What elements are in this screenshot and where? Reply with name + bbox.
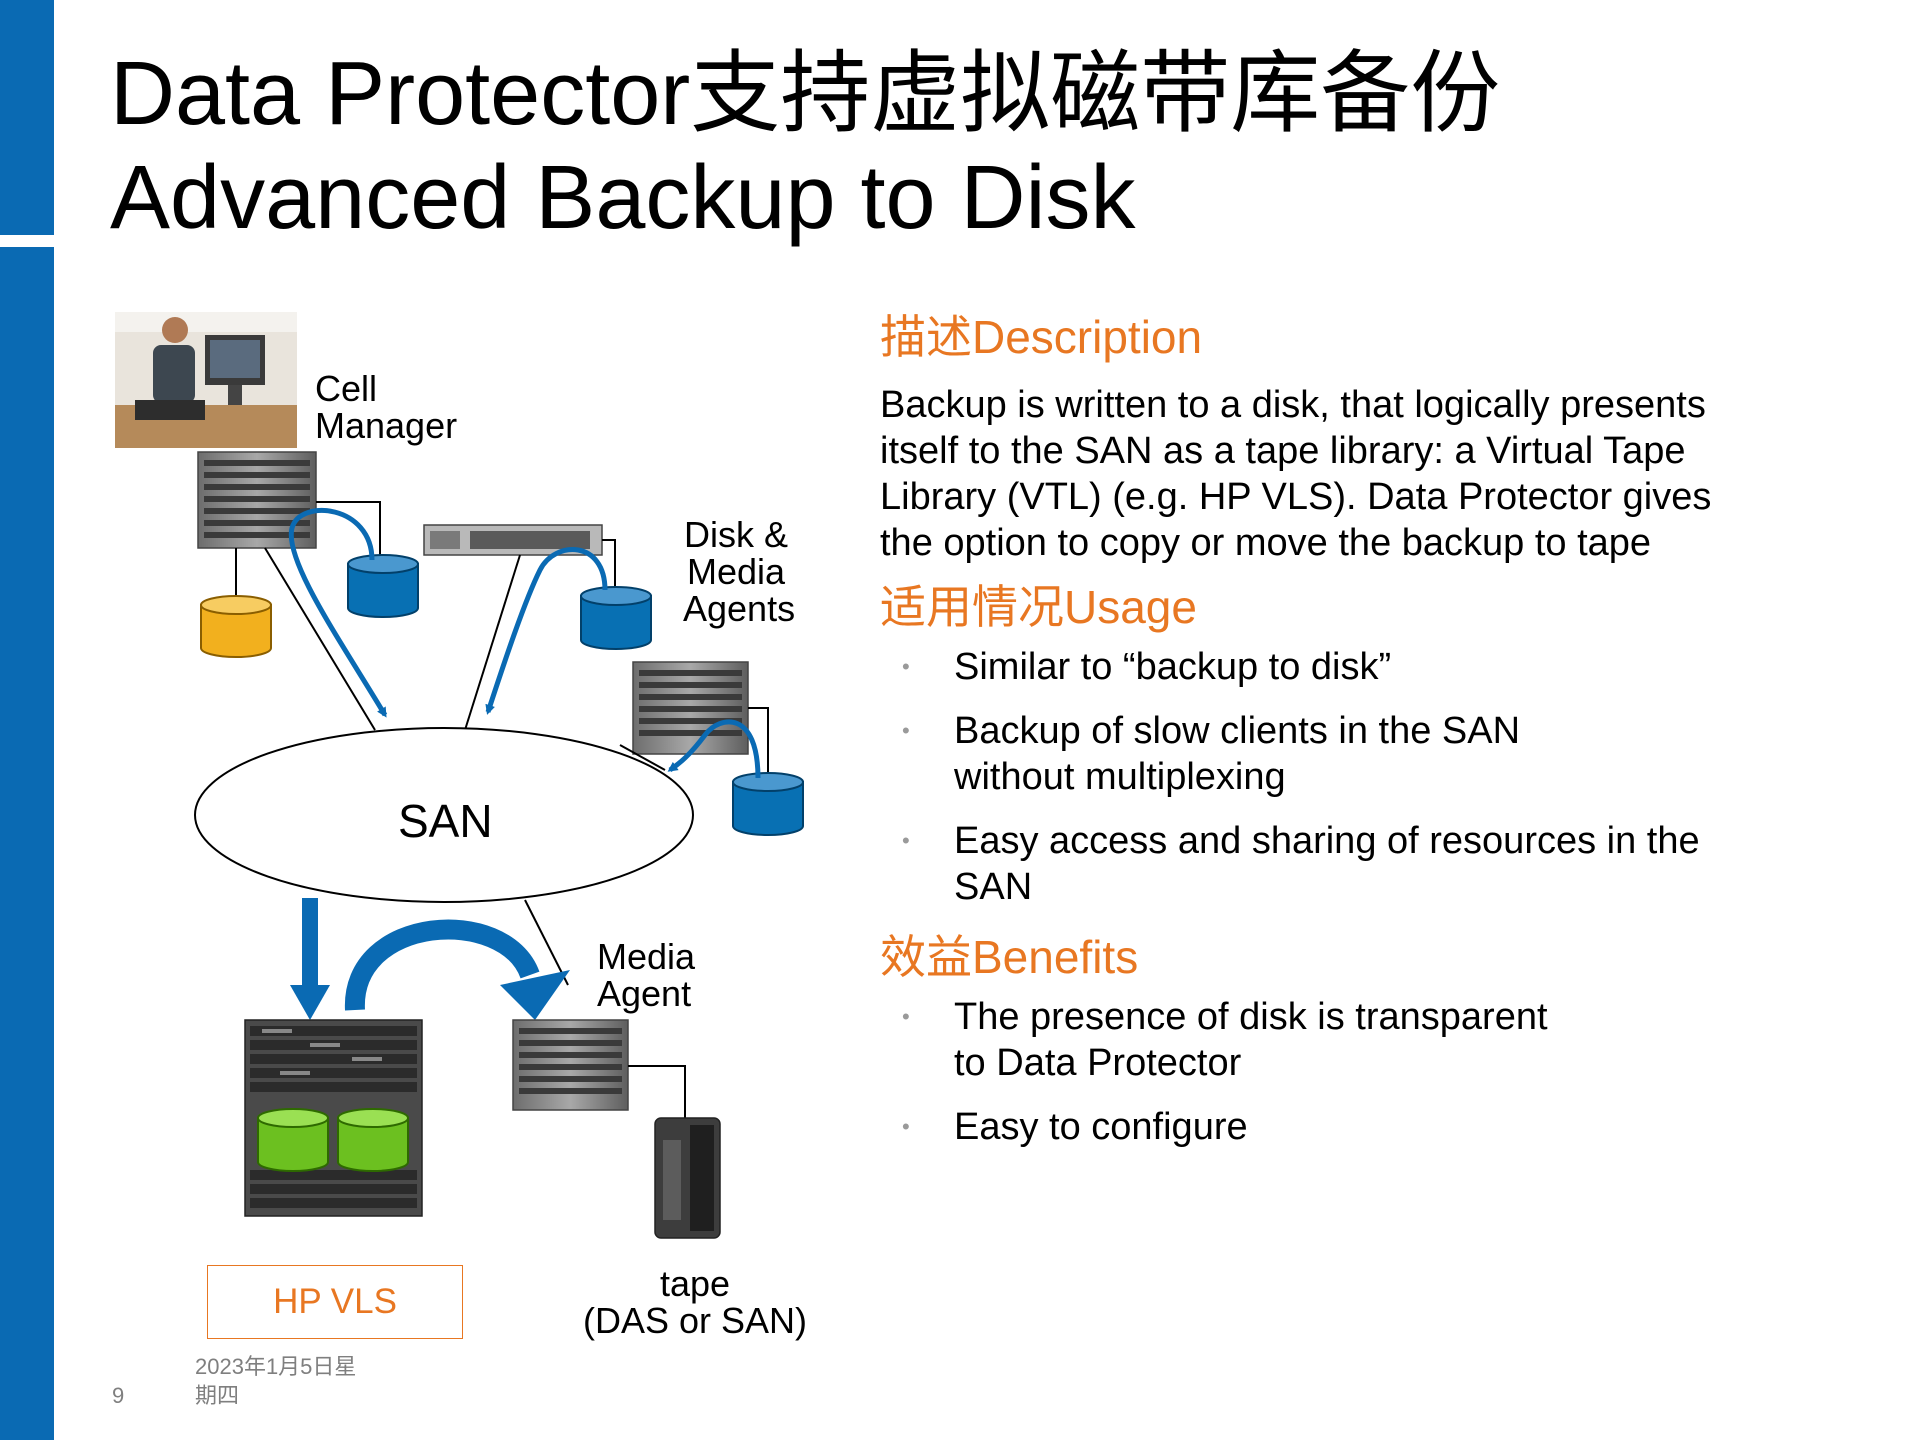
cell-manager-backup-arrow-icon bbox=[288, 507, 388, 718]
description-body: Backup is written to a disk, that logica… bbox=[880, 382, 1880, 566]
bullet-dot-icon: • bbox=[902, 1114, 910, 1139]
usage-bullet-line: without multiplexing bbox=[954, 756, 1286, 798]
bullet-dot-icon: • bbox=[902, 1004, 910, 1029]
disk-media-agents-label: Disk & Media Agents bbox=[683, 514, 796, 629]
disk-media-agents-label-line: Disk & bbox=[683, 514, 788, 555]
san-label: SAN bbox=[398, 795, 493, 847]
left-accent-bar-top bbox=[0, 0, 54, 235]
description-line: the option to copy or move the backup to… bbox=[880, 522, 1652, 564]
description-line: Library (VTL) (e.g. HP VLS). Data Protec… bbox=[880, 476, 1712, 518]
media-server-icon bbox=[632, 661, 749, 755]
media-server-connectors bbox=[619, 707, 769, 776]
footer-date-line: 期四 bbox=[195, 1383, 240, 1408]
title-line-2: Advanced Backup to Disk bbox=[110, 148, 1136, 248]
bullet-dot-icon: • bbox=[902, 654, 910, 679]
hp-vls-label: HP VLS bbox=[207, 1265, 463, 1339]
benefits-bullet-line: The presence of disk is transparent bbox=[954, 996, 1548, 1038]
description-line: itself to the SAN as a tape library: a V… bbox=[880, 430, 1686, 472]
usage-list: • Similar to “backup to disk” • Backup o… bbox=[880, 644, 1880, 910]
benefits-list: • The presence of disk is transparent to… bbox=[880, 994, 1880, 1150]
description-heading: 描述Description bbox=[880, 311, 1203, 363]
bullet-dot-icon: • bbox=[902, 718, 910, 743]
person-at-computer-icon bbox=[115, 312, 297, 448]
usage-heading: 适用情况Usage bbox=[880, 581, 1197, 633]
page-number: 9 bbox=[112, 1383, 125, 1408]
bullet-dot-icon: • bbox=[902, 828, 910, 853]
media-server-backup-arrow-icon bbox=[667, 719, 761, 779]
usage-bullet: • Easy access and sharing of resources i… bbox=[880, 818, 1880, 910]
media-agent-server-icon bbox=[512, 1019, 629, 1111]
slide-title: Data Protector支持虚拟磁带库备份 Advanced Backup … bbox=[110, 42, 1500, 250]
footer-date: 2023年1月5日星 期四 bbox=[195, 1352, 356, 1410]
usage-bullet-line: Similar to “backup to disk” bbox=[954, 646, 1392, 688]
benefits-bullet: • The presence of disk is transparent to… bbox=[880, 994, 1880, 1086]
cell-manager-database-icon bbox=[200, 595, 272, 658]
benefits-bullet-line: to Data Protector bbox=[954, 1042, 1242, 1084]
cell-manager-label: Cell Manager bbox=[315, 370, 457, 444]
tape-drive-icon bbox=[654, 1117, 721, 1239]
text-column: 描述Description Backup is written to a dis… bbox=[880, 308, 1880, 1168]
cell-manager-connectors bbox=[235, 501, 381, 731]
media-server-disk-icon bbox=[732, 772, 804, 836]
usage-bullet-line: Easy access and sharing of resources in … bbox=[954, 820, 1700, 862]
usage-bullet-line: SAN bbox=[954, 866, 1033, 908]
title-line-1: Data Protector支持虚拟磁带库备份 bbox=[110, 44, 1501, 144]
cell-manager-disk-icon bbox=[347, 554, 419, 618]
left-accent-bar-bottom bbox=[0, 247, 54, 1440]
cell-manager-server-icon bbox=[197, 451, 317, 549]
copy-to-tape-arrow-icon bbox=[344, 919, 570, 1020]
cell-manager-label-line: Manager bbox=[315, 405, 458, 446]
usage-bullet: • Similar to “backup to disk” bbox=[880, 644, 1880, 690]
tape-label-line: tape bbox=[659, 1263, 731, 1304]
usage-bullet-line: Backup of slow clients in the SAN bbox=[954, 710, 1521, 752]
disk-media-agents-label-line: Media bbox=[686, 551, 786, 592]
disk-media-agent-backup-arrow-icon bbox=[485, 547, 608, 715]
disk-media-agent-connectors bbox=[464, 539, 616, 731]
vls-disk-icon bbox=[257, 1108, 329, 1172]
media-agent-label-line: Media bbox=[597, 936, 696, 977]
footer-date-line: 2023年1月5日星 bbox=[195, 1354, 357, 1379]
tape-label: tape (DAS or SAN) bbox=[578, 1265, 812, 1339]
tape-label-line: (DAS or SAN) bbox=[582, 1300, 808, 1341]
down-arrow-icon bbox=[290, 898, 330, 1020]
description-line: Backup is written to a disk, that logica… bbox=[880, 384, 1706, 426]
san-cloud-shape bbox=[194, 727, 694, 903]
media-agent-label: Media Agent bbox=[597, 938, 695, 1012]
vls-disk-icon bbox=[337, 1108, 409, 1172]
benefits-heading: 效益Benefits bbox=[880, 931, 1139, 983]
disk-media-agent-disk-icon bbox=[580, 586, 652, 650]
usage-bullet: • Backup of slow clients in the SAN with… bbox=[880, 708, 1880, 800]
cell-manager-label-line: Cell bbox=[315, 368, 378, 409]
san-lower-connectors bbox=[524, 899, 569, 986]
media-agent-tape-connector bbox=[628, 1065, 686, 1118]
disk-media-agents-label-line: Agents bbox=[683, 588, 796, 629]
benefits-bullet-line: Easy to configure bbox=[954, 1106, 1248, 1148]
benefits-bullet: • Easy to configure bbox=[880, 1104, 1880, 1150]
media-agent-label-line: Agent bbox=[597, 973, 692, 1014]
backup-topology-diagram bbox=[115, 312, 804, 1239]
